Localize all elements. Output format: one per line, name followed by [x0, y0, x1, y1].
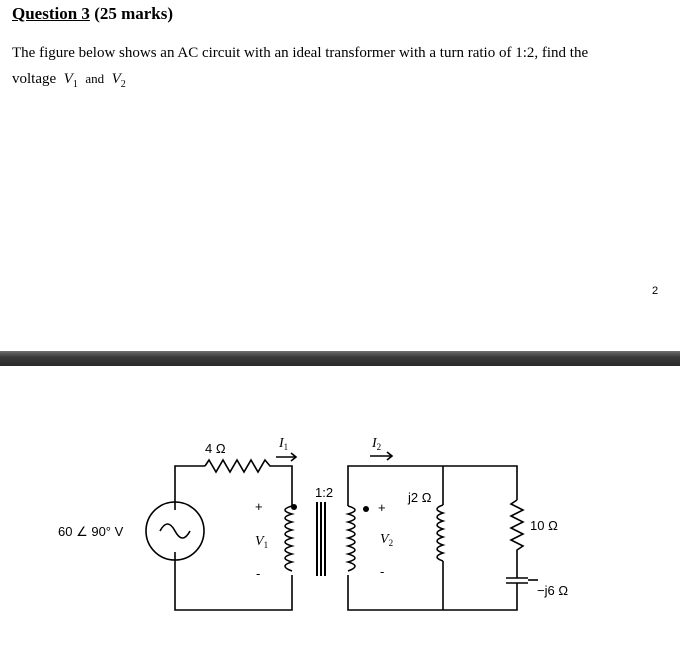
resistor-10ohm — [509, 499, 525, 578]
source-label: 60 ∠ 90° V — [58, 524, 124, 539]
inductor-j2 — [436, 504, 446, 562]
v2-plus: + — [378, 500, 386, 515]
page-divider — [0, 351, 680, 366]
ac-source — [145, 501, 205, 561]
v2-symbol: V2 — [111, 71, 126, 90]
question-text: The figure below shows an AC circuit wit… — [12, 41, 662, 97]
question-marks: (25 marks) — [94, 4, 174, 23]
circuit-wires — [145, 451, 538, 611]
v1-plus: + — [255, 499, 263, 514]
resistor-4ohm — [204, 458, 293, 506]
r1-label: 4 Ω — [205, 441, 226, 456]
question-title: Question 3 (25 marks) — [12, 4, 173, 24]
i1-label: I1 — [278, 436, 288, 452]
i2-label: I2 — [371, 436, 381, 452]
v1-label: V1 — [255, 534, 268, 550]
secondary-coil — [345, 505, 356, 572]
ratio-label: 1:2 — [315, 485, 333, 500]
question-text-line1: The figure below shows an AC circuit wit… — [12, 45, 589, 61]
capacitor-label: −j6 Ω — [537, 583, 568, 598]
page-number: 2 — [652, 285, 659, 297]
v2-label: V2 — [380, 532, 393, 548]
v2-minus: - — [380, 564, 384, 579]
question-label: Question 3 — [12, 4, 90, 23]
and-word: and — [85, 71, 105, 86]
question-text-line2: voltage V1 and V2 — [12, 66, 662, 97]
voltage-word: voltage — [12, 71, 57, 87]
inductor-label: j2 Ω — [407, 490, 432, 505]
v1-minus: - — [256, 566, 260, 581]
circuit-diagram: 60 ∠ 90° V 4 Ω I1 I2 1:2 + V1 - + V2 - j… — [58, 436, 568, 611]
primary-coil — [284, 505, 295, 572]
v1-symbol: V1 — [63, 71, 78, 90]
resistor-10-label: 10 Ω — [530, 518, 558, 533]
transformer-core — [291, 502, 369, 576]
